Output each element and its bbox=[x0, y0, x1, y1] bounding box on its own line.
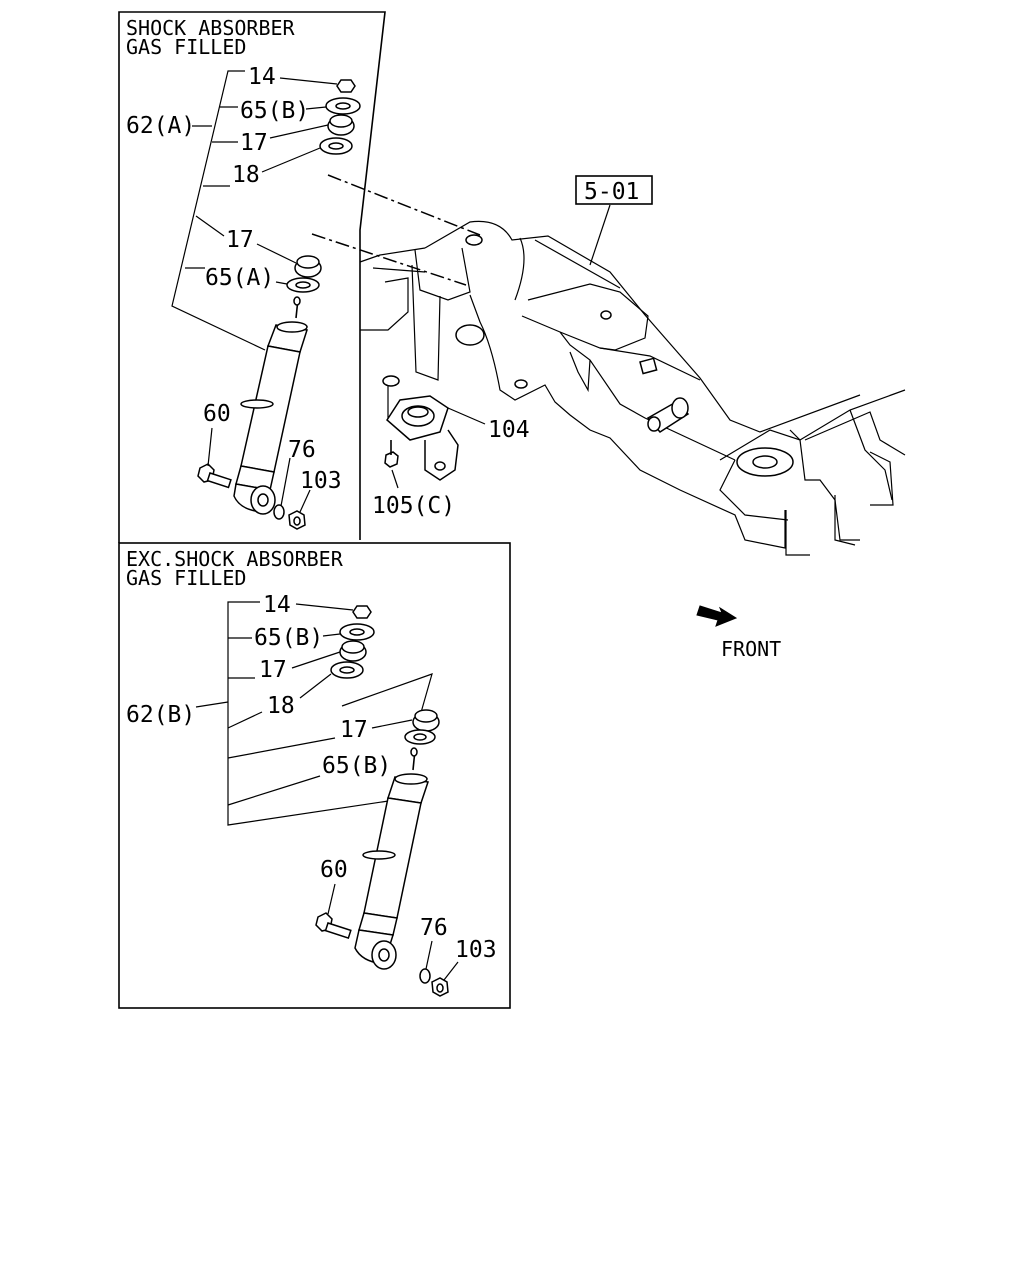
label-60: 60 bbox=[203, 401, 231, 427]
label-65b: 65(B) bbox=[254, 625, 323, 651]
label-103: 103 bbox=[300, 468, 342, 494]
bushing-17b-bottom bbox=[371, 709, 440, 732]
panel-title-line1: SHOCK ABSORBER bbox=[126, 16, 296, 40]
label-18: 18 bbox=[267, 693, 295, 719]
panel-title-line1: EXC.SHOCK ABSORBER bbox=[126, 547, 344, 571]
label-105c: 105(C) bbox=[372, 493, 455, 519]
front-arrow: FRONT bbox=[696, 605, 781, 661]
panel-title-line2: GAS FILLED bbox=[126, 566, 246, 590]
leader-bracket bbox=[341, 673, 433, 717]
label-5-01: 5-01 bbox=[584, 179, 639, 205]
nut-103-bottom bbox=[431, 961, 459, 997]
label-front: FRONT bbox=[721, 637, 781, 661]
label-104: 104 bbox=[488, 417, 530, 443]
label-65a: 65(A) bbox=[205, 265, 274, 291]
nut-14-top bbox=[279, 77, 356, 93]
label-18: 18 bbox=[232, 162, 260, 188]
label-65b: 65(B) bbox=[240, 98, 309, 124]
label-103: 103 bbox=[455, 937, 497, 963]
bolt-60-top bbox=[197, 427, 232, 489]
label-17b: 17 bbox=[340, 717, 368, 743]
shock-absorber-top bbox=[233, 296, 308, 515]
label-62b: 62(B) bbox=[126, 702, 195, 728]
assembly-bracket bbox=[171, 70, 266, 351]
label-17: 17 bbox=[259, 657, 287, 683]
bolt-105c bbox=[384, 440, 399, 489]
washer-18-bottom bbox=[299, 661, 364, 699]
ref-box-5-01 bbox=[575, 175, 653, 205]
washer-65b-top bbox=[305, 97, 361, 115]
label-17b: 17 bbox=[226, 227, 254, 253]
frame-illustration: 5-01 104 105(C) bbox=[311, 174, 906, 556]
label-62a: 62(A) bbox=[126, 113, 195, 139]
label-17: 17 bbox=[240, 130, 268, 156]
panel-borders bbox=[118, 11, 511, 1009]
washer-65a-top bbox=[275, 277, 320, 293]
washer-76-bottom bbox=[419, 940, 433, 984]
assembly-bracket bbox=[195, 601, 396, 826]
washer-65b2-bottom bbox=[404, 729, 436, 745]
label-76: 76 bbox=[288, 437, 316, 463]
mount-104 bbox=[382, 375, 486, 481]
label-14: 14 bbox=[263, 592, 291, 618]
bolt-60-bottom bbox=[315, 883, 352, 939]
label-60: 60 bbox=[320, 857, 348, 883]
label-65b2: 65(B) bbox=[322, 753, 391, 779]
panel-title-line2: GAS FILLED bbox=[126, 35, 246, 59]
nut-103-top bbox=[288, 489, 311, 530]
label-14: 14 bbox=[248, 64, 276, 90]
bushing-17-bottom bbox=[291, 640, 367, 669]
panel-exc-gas-filled: EXC.SHOCK ABSORBER GAS FILLED 62(B) bbox=[126, 547, 497, 997]
panel-gas-filled: SHOCK ABSORBER GAS FILLED 62(A) bbox=[126, 16, 361, 530]
shock-absorber-bottom bbox=[354, 747, 429, 970]
bushing-17-top bbox=[269, 114, 355, 139]
nut-14-bottom bbox=[295, 603, 372, 619]
label-76: 76 bbox=[420, 915, 448, 941]
washer-76-top bbox=[273, 457, 291, 520]
bushing-17b-top bbox=[256, 243, 322, 278]
washer-65b-bottom bbox=[322, 623, 375, 641]
washer-18-top bbox=[261, 137, 353, 173]
